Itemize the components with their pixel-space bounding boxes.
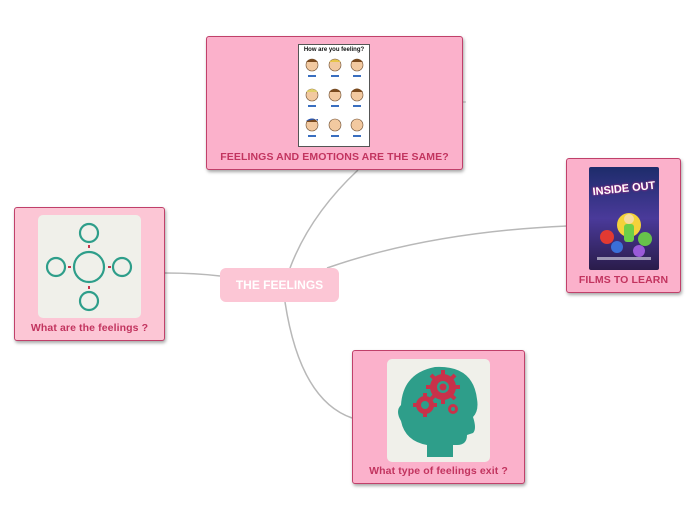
connector-what-are xyxy=(165,273,220,276)
topic-label: FILMS TO LEARN xyxy=(567,274,680,286)
topic-label: FEELINGS AND EMOTIONS ARE THE SAME? xyxy=(207,151,462,163)
topic-label: What type of feelings exit ? xyxy=(353,465,524,477)
connector-what-type xyxy=(285,302,352,418)
head-gears-graphic xyxy=(387,359,490,462)
head-gears-icon xyxy=(387,359,490,462)
connector-films xyxy=(327,226,567,268)
inside-out-poster-image: INSIDE OUT xyxy=(589,167,659,270)
central-topic-label: THE FEELINGS xyxy=(236,278,323,292)
connector-feelings-emotions xyxy=(290,170,358,268)
feelings-faces-image: How are you feeling? xyxy=(298,44,370,147)
mindmap-graphic xyxy=(38,215,141,318)
topic-label: What are the feelings ? xyxy=(15,322,164,334)
mindmap-icon xyxy=(38,215,141,318)
faces-grid xyxy=(299,55,369,147)
faces-chart-title: How are you feeling? xyxy=(299,47,369,53)
central-topic[interactable]: THE FEELINGS xyxy=(220,268,339,302)
